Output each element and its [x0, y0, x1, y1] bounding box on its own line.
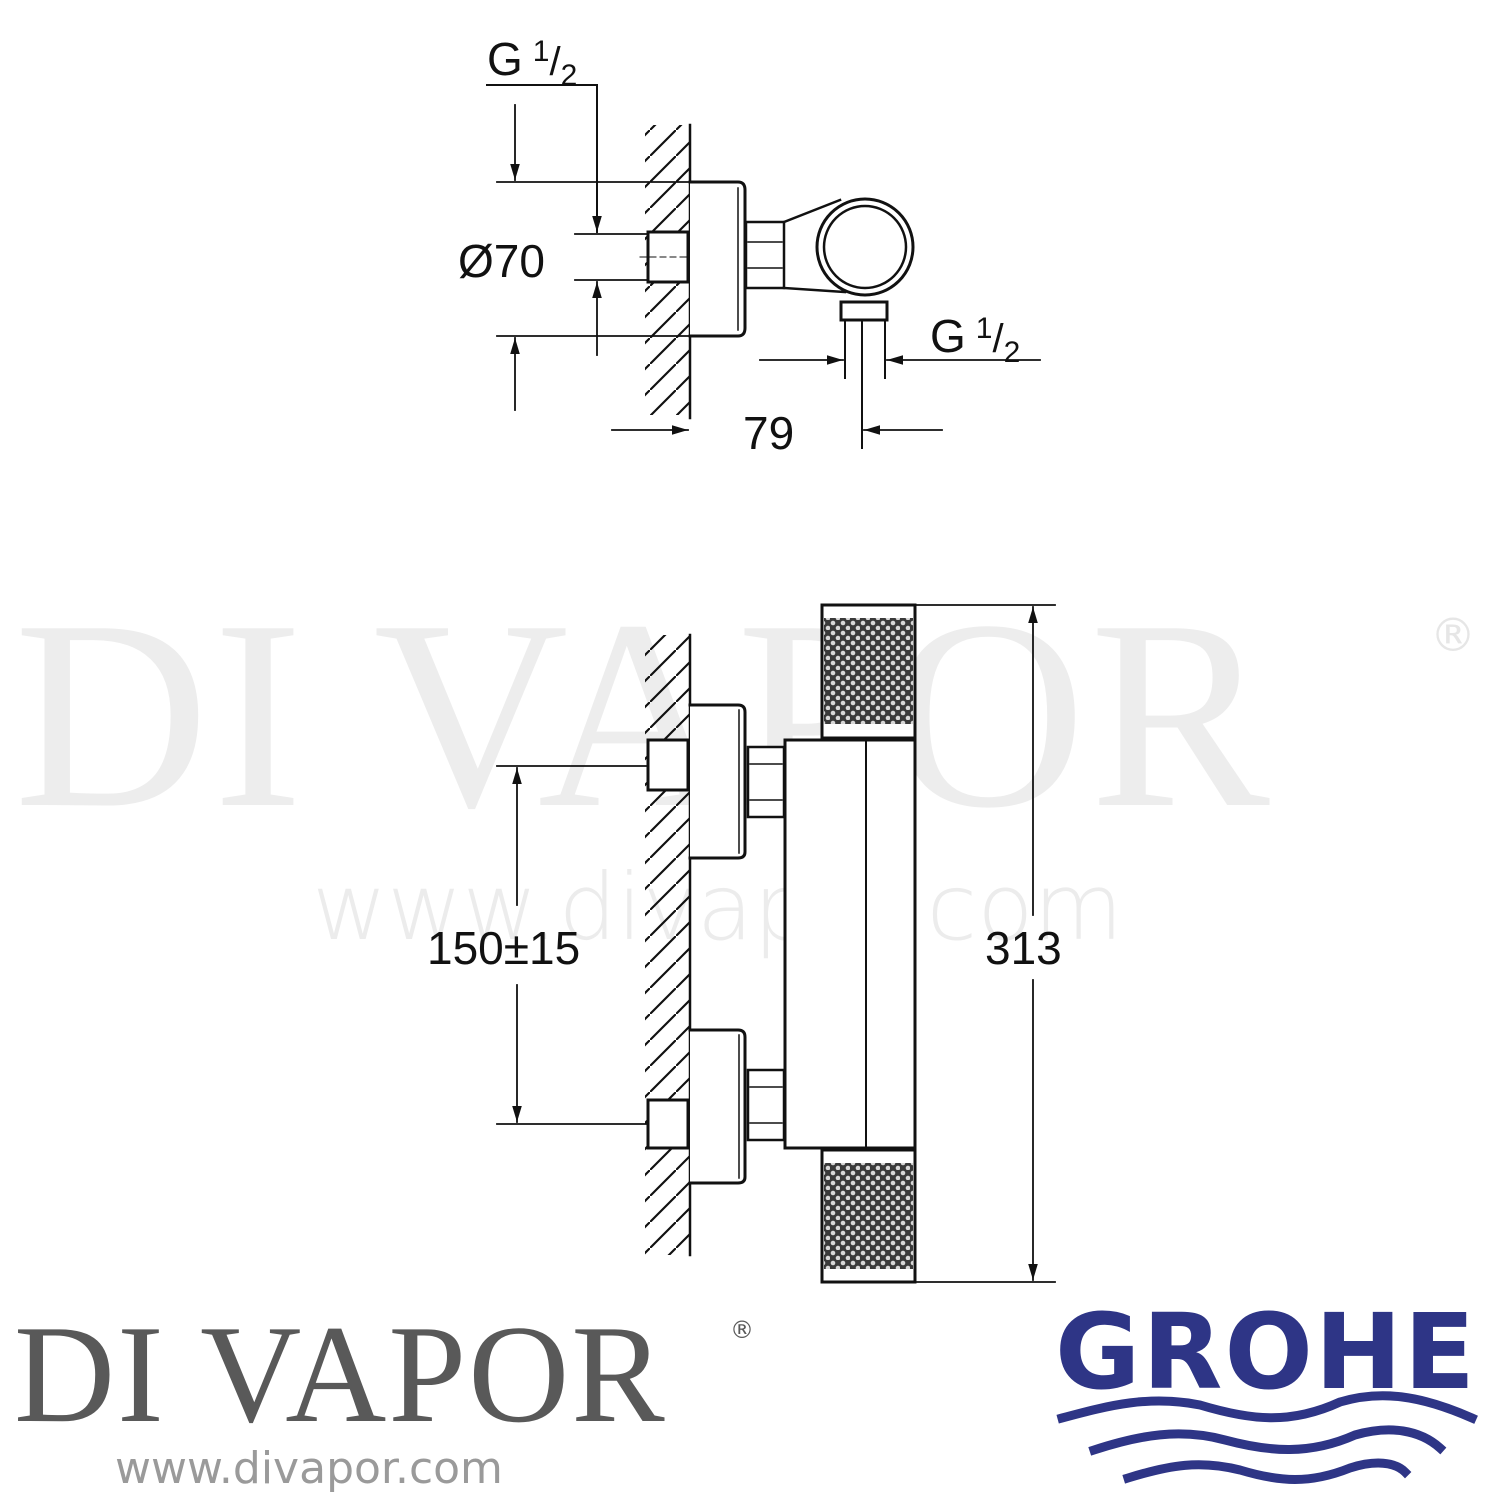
- watermark-brand: DI VAPOR: [14, 565, 1274, 864]
- watermark-url: www.divapor.com: [312, 854, 1124, 961]
- divapor-registered-mark: ®: [730, 1316, 754, 1344]
- centres-dimension-label: 150±15: [427, 922, 581, 974]
- grohe-waves-icon: [1056, 1391, 1478, 1484]
- height-dimension-label: 313: [985, 922, 1062, 974]
- front-view: [496, 603, 1056, 1284]
- divapor-logo-url: www.divapor.com: [115, 1443, 503, 1494]
- watermark-registered-mark: ®: [1430, 608, 1476, 662]
- depth-dimension-label: 79: [743, 407, 795, 459]
- divapor-logo-text: DI VAPOR: [14, 1297, 667, 1452]
- grohe-logo-text: GROHE: [1055, 1291, 1477, 1413]
- top-view: [486, 84, 1041, 449]
- diameter-label: Ø70: [458, 235, 545, 287]
